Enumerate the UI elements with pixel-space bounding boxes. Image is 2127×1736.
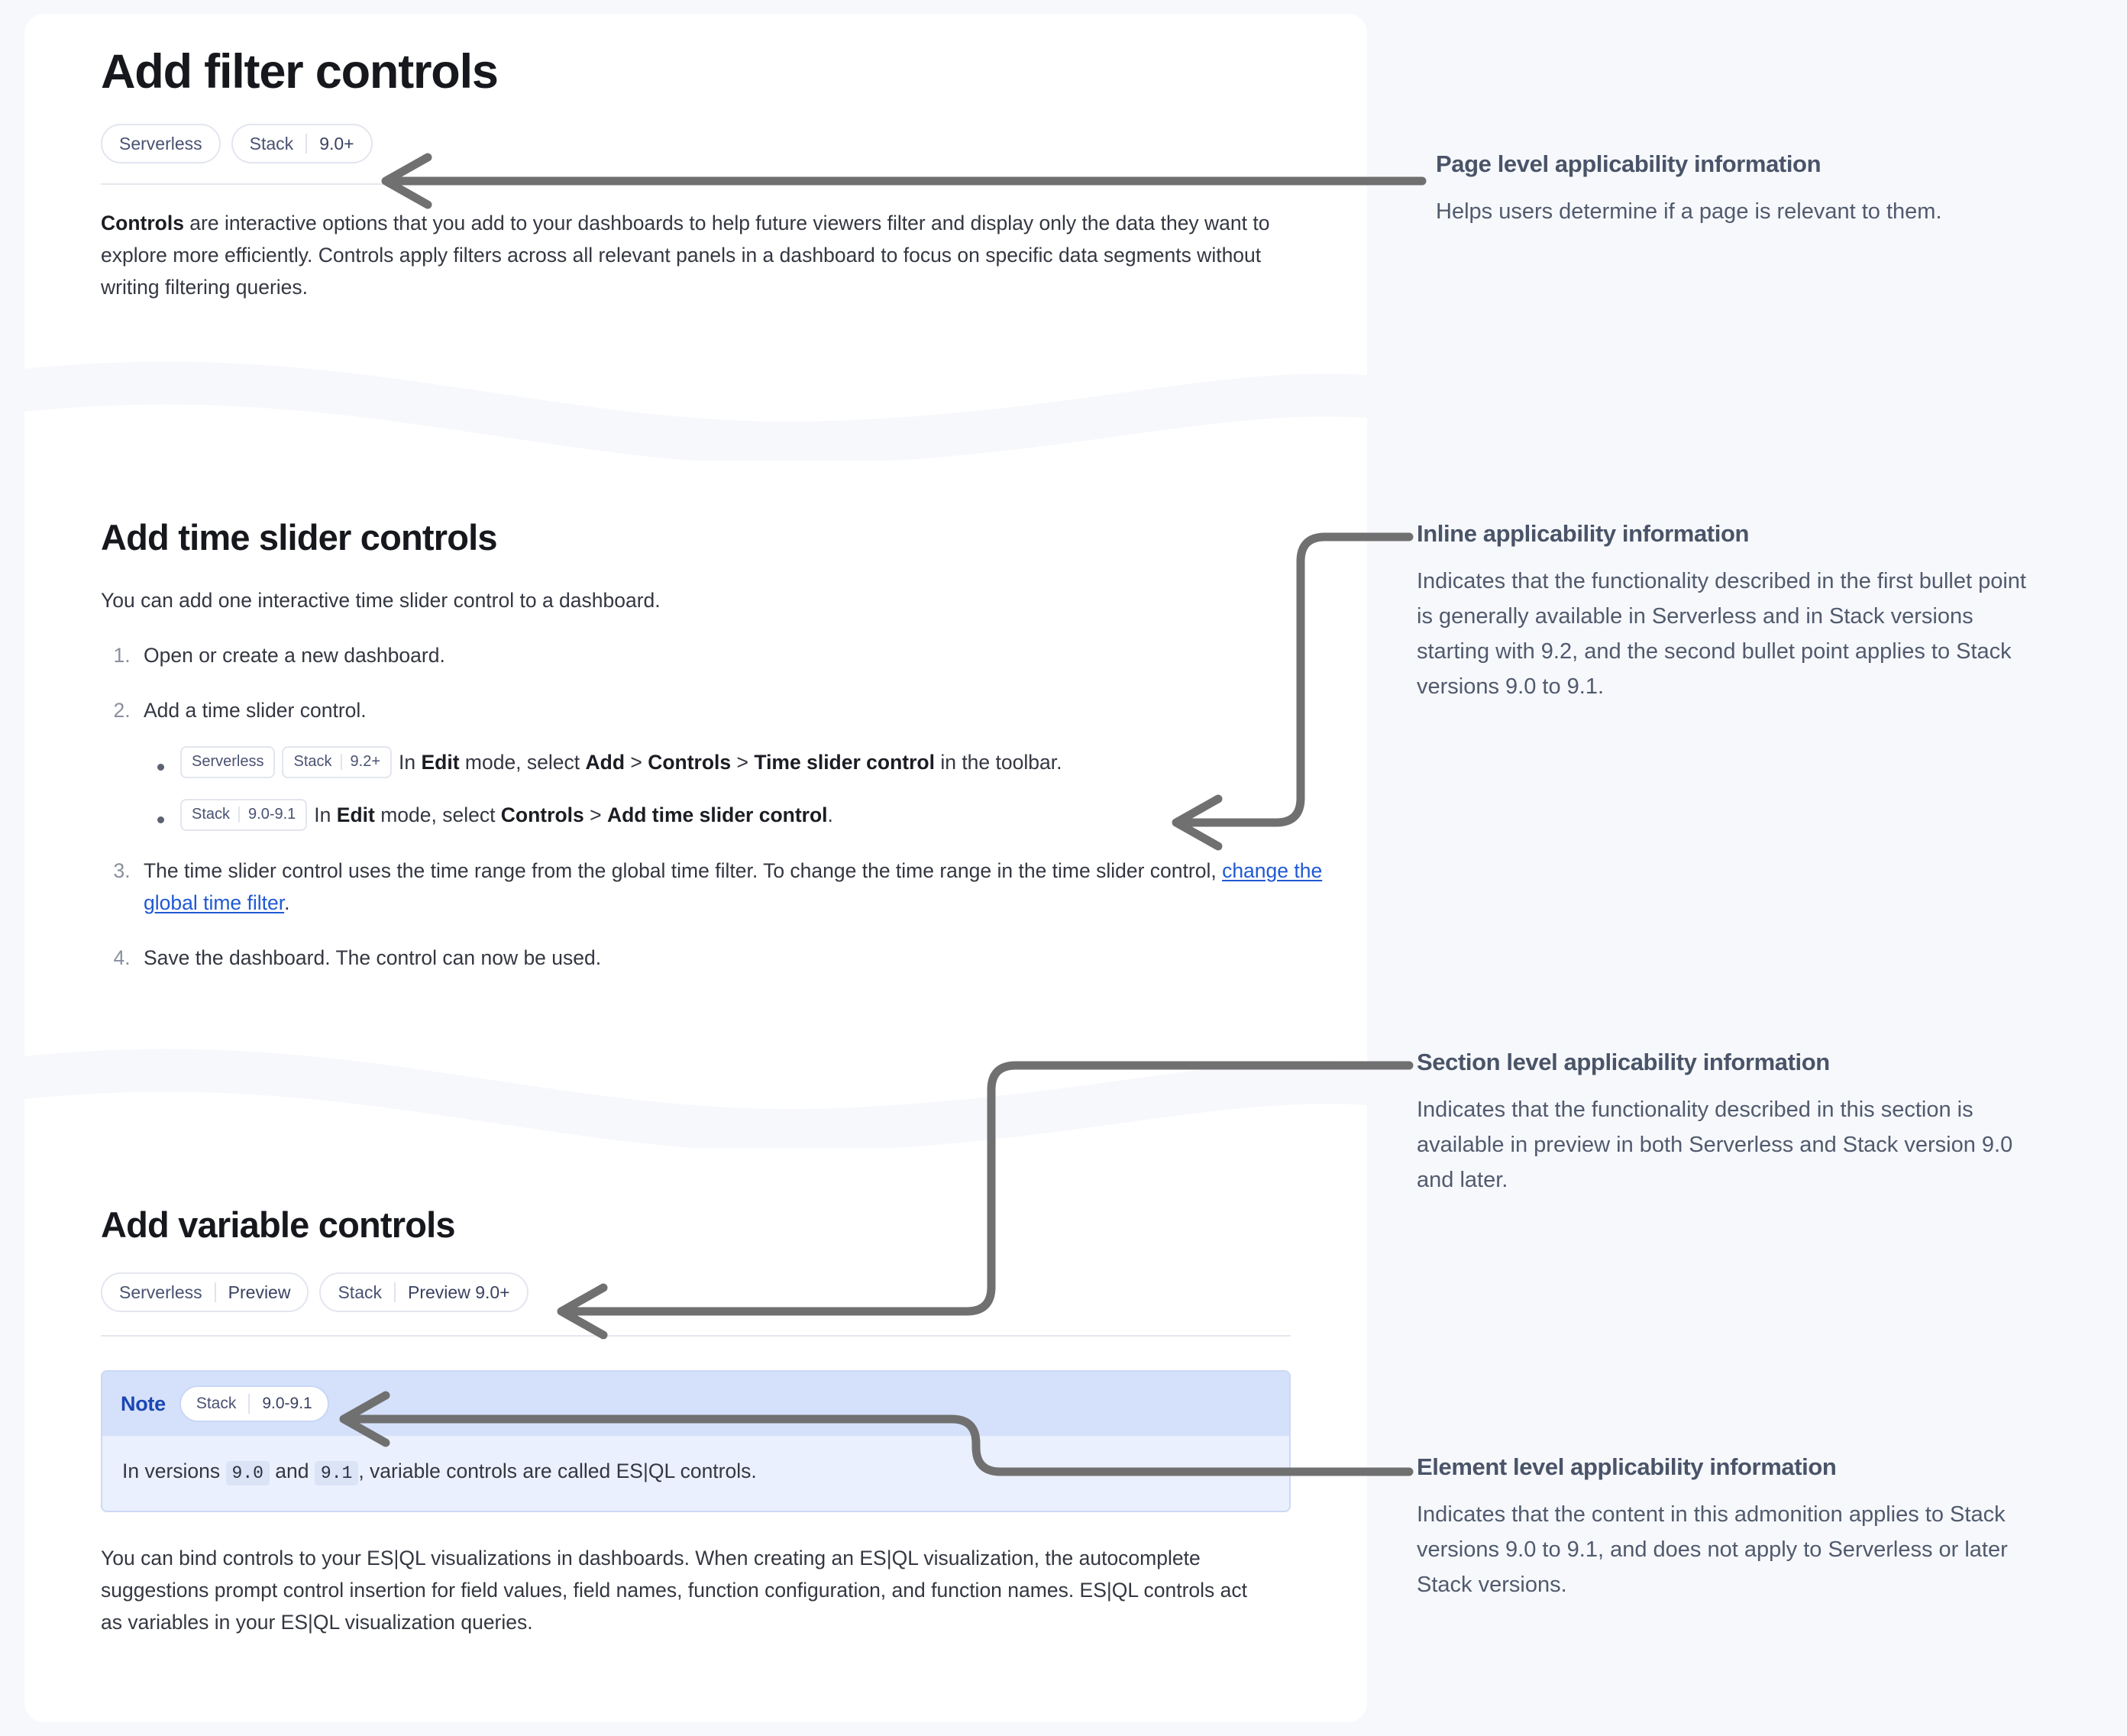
badge-version: 9.0+ <box>319 133 354 154</box>
variable-controls-paragraph: You can bind controls to your ES|QL visu… <box>101 1547 1248 1634</box>
note-text-b: and <box>269 1460 315 1483</box>
badge-divider <box>394 1282 396 1303</box>
document-card: Add filter controls Serverless Stack 9.0… <box>24 14 1367 1722</box>
wave-separator-1 <box>24 361 1367 461</box>
applicability-badge-serverless-preview[interactable]: Serverless Preview <box>101 1272 309 1313</box>
step-text: Add a time slider control. <box>144 699 367 723</box>
list-item: Open or create a new dashboard. <box>136 640 1291 672</box>
note-admonition: Note Stack 9.0-9.1 In versions 9.0 and 9… <box>101 1370 1291 1513</box>
note-header: Note Stack 9.0-9.1 <box>102 1372 1289 1437</box>
step-text: Open or create a new dashboard. <box>144 644 445 668</box>
intro-lead-term: Controls <box>101 212 184 235</box>
badge-version: 9.0-9.1 <box>262 1395 312 1413</box>
badge-lifecycle: Stack <box>249 133 294 154</box>
page-applicability-badges: Serverless Stack 9.0+ <box>101 124 1291 164</box>
variable-controls-section: Add variable controls Serverless Preview… <box>24 1204 1367 1647</box>
note-body: In versions 9.0 and 9.1, variable contro… <box>102 1436 1289 1511</box>
page-intro-paragraph: Controls are interactive options that yo… <box>101 208 1292 304</box>
inline-badge-stack[interactable]: Stack 9.2+ <box>282 745 392 778</box>
list-item: Add a time slider control. Serverless St… <box>136 695 1291 832</box>
step-text: The time slider control uses the time ra… <box>144 858 1223 882</box>
section-divider <box>101 1335 1291 1337</box>
annotation-section-level: Section level applicability information … <box>1417 1048 2028 1198</box>
badge-divider <box>214 1282 216 1303</box>
badge-lifecycle: Stack <box>293 753 332 771</box>
badge-divider <box>248 1394 251 1414</box>
applicability-badge-stack[interactable]: Stack 9.0+ <box>231 124 373 164</box>
section-title-time-slider: Add time slider controls <box>101 517 498 558</box>
annotation-title: Section level applicability information <box>1417 1049 1830 1075</box>
badge-lifecycle: Serverless <box>192 753 264 771</box>
substep-text: > <box>625 750 648 774</box>
substep-text: mode, select <box>459 750 586 774</box>
code-span-version-91: 9.1 <box>314 1461 359 1486</box>
section-title-variable-controls: Add variable controls <box>101 1204 456 1245</box>
substep-text: . <box>827 803 833 826</box>
substep-bold: Controls <box>500 803 584 826</box>
substep-bold: Edit <box>336 803 375 826</box>
badge-lifecycle: Stack <box>192 806 231 823</box>
note-applicability-badge[interactable]: Stack 9.0-9.1 <box>179 1385 329 1423</box>
applicability-badge-serverless[interactable]: Serverless <box>101 124 221 164</box>
badge-version: Preview 9.0+ <box>408 1282 510 1302</box>
intro-rest-text: are interactive options that you add to … <box>101 212 1270 299</box>
header-divider <box>101 183 1291 186</box>
substep-bold: Edit <box>421 750 460 774</box>
badge-lifecycle: Stack <box>338 1282 382 1302</box>
list-item: Save the dashboard. The control can now … <box>136 942 1291 975</box>
inline-badge-serverless[interactable]: Serverless <box>180 745 276 778</box>
page-header-section: Add filter controls Serverless Stack 9.0… <box>24 44 1367 312</box>
substep-text: > <box>731 750 755 774</box>
code-span-version-90: 9.0 <box>225 1461 270 1486</box>
note-text-c: , variable controls are called ES|QL con… <box>358 1460 757 1483</box>
annotation-title: Element level applicability information <box>1417 1453 1837 1480</box>
substep-text: in the toolbar. <box>934 750 1062 774</box>
badge-version: 9.0-9.1 <box>248 806 296 823</box>
badge-version: 9.2+ <box>350 753 380 771</box>
annotation-page-level: Page level applicability information Hel… <box>1436 150 2047 230</box>
wave-separator-2 <box>24 1049 1367 1148</box>
list-item: The time slider control uses the time ra… <box>136 855 1327 920</box>
global-time-filter-link[interactable]: change the global time filter <box>144 858 1323 914</box>
inline-badge-stack[interactable]: Stack 9.0-9.1 <box>180 798 308 831</box>
substep-bold: Add <box>585 750 625 774</box>
badge-divider <box>340 754 342 771</box>
badge-version: Preview <box>228 1282 291 1302</box>
badge-lifecycle: Stack <box>196 1395 237 1413</box>
annotation-body: Indicates that the functionality describ… <box>1417 1098 2013 1192</box>
time-slider-intro: You can add one interactive time slider … <box>101 589 661 613</box>
annotation-title: Inline applicability information <box>1417 520 1750 547</box>
note-label: Note <box>121 1392 166 1415</box>
substep-text: mode, select <box>374 803 501 826</box>
substep-bold: Time slider control <box>754 750 935 774</box>
page-title: Add filter controls <box>101 45 499 99</box>
note-text: In versions 9.0 and 9.1, variable contro… <box>122 1456 1269 1488</box>
list-item: Stack 9.0-9.1 In Edit mode, select Contr… <box>157 798 1291 832</box>
substep-text: In <box>314 803 337 826</box>
badge-lifecycle: Serverless <box>119 133 202 154</box>
time-slider-substeps: Serverless Stack 9.2+ In Edit mode, sele… <box>144 745 1291 832</box>
annotation-inline-level: Inline applicability information Indicat… <box>1417 519 2028 704</box>
time-slider-steps: Open or create a new dashboard. Add a ti… <box>101 640 1322 975</box>
applicability-badge-stack-preview[interactable]: Stack Preview 9.0+ <box>319 1272 529 1313</box>
badge-lifecycle: Serverless <box>119 1282 202 1302</box>
badge-divider <box>238 807 241 823</box>
annotation-body: Indicates that the functionality describ… <box>1417 569 2026 699</box>
substep-bold: Add time slider control <box>606 803 828 826</box>
badge-divider <box>305 134 308 154</box>
annotation-element-level: Element level applicability information … <box>1417 1453 2028 1603</box>
annotation-body: Indicates that the content in this admon… <box>1417 1502 2008 1597</box>
list-item: Serverless Stack 9.2+ In Edit mode, sele… <box>157 745 1291 780</box>
annotation-title: Page level applicability information <box>1436 150 1822 177</box>
step-text: Save the dashboard. The control can now … <box>144 946 602 969</box>
substep-text: > <box>583 803 607 826</box>
substep-bold: Controls <box>648 750 732 774</box>
section-applicability-badges: Serverless Preview Stack Preview 9.0+ <box>101 1272 1291 1313</box>
substep-text: In <box>399 750 422 774</box>
time-slider-section: Add time slider controls You can add one… <box>24 516 1367 997</box>
annotation-body: Helps users determine if a page is relev… <box>1436 199 1942 225</box>
note-text-a: In versions <box>122 1460 226 1483</box>
step-text: . <box>284 891 290 914</box>
